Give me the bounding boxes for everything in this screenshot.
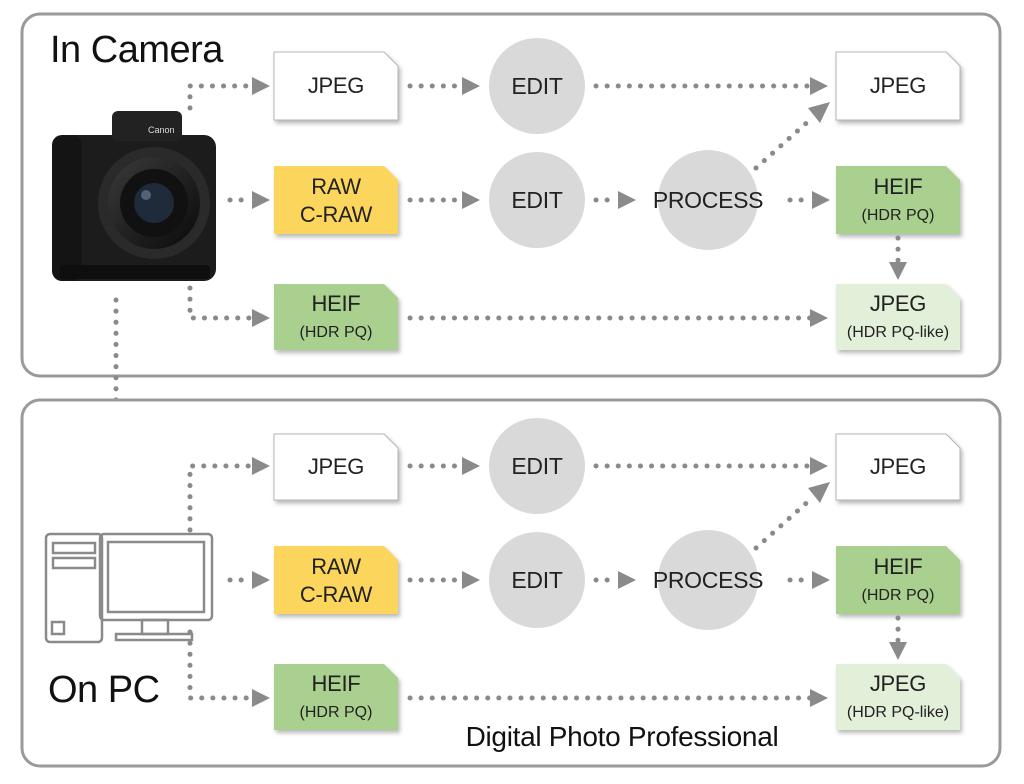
- raw-label: RAW: [311, 554, 361, 579]
- jpeg-hdr-output-file: [836, 284, 960, 350]
- jpeg-input-file: [273, 433, 399, 501]
- row-jpeg: JPEG EDIT JPEG: [273, 418, 961, 514]
- jpeg-output-file: [835, 51, 961, 121]
- row-heif: HEIF (HDR PQ) JPEG (HDR PQ-like): [274, 664, 960, 730]
- process-label: PROCESS: [653, 187, 763, 213]
- row-jpeg: JPEG EDIT JPEG: [273, 38, 961, 134]
- jpeg-input-file: [273, 51, 399, 121]
- heif-output-sublabel: (HDR PQ): [862, 207, 935, 224]
- on-pc-panel: On PC JPEG EDIT JPEG: [20, 398, 1002, 768]
- jpeg-hdr-output-label: JPEG: [870, 671, 926, 696]
- row-raw: RAW C-RAW EDIT PROCESS HEIF (HDR PQ): [274, 150, 960, 250]
- edit-label: EDIT: [511, 453, 562, 479]
- edit-label: EDIT: [511, 567, 562, 593]
- jpeg-hdr-output-file: [836, 664, 960, 730]
- raw-input-file: [274, 546, 398, 614]
- process-node: [658, 530, 758, 630]
- edit-node: [489, 418, 585, 514]
- in-camera-panel: In Camera Canon JPEG EDIT JPEG: [20, 12, 1002, 512]
- row-raw: RAW C-RAW EDIT PROCESS HEIF (HDR PQ): [274, 530, 960, 630]
- jpeg-output-label: JPEG: [870, 454, 926, 479]
- jpeg-input-label: JPEG: [308, 73, 364, 98]
- edit-node: [489, 532, 585, 628]
- camera-icon: Canon: [52, 111, 216, 281]
- craw-label: C-RAW: [300, 582, 373, 607]
- heif-input-file: [274, 284, 398, 350]
- raw-input-file: [274, 166, 398, 234]
- connectors: [187, 457, 907, 707]
- jpeg-hdr-output-sublabel: (HDR PQ-like): [847, 704, 949, 721]
- svg-text:Canon: Canon: [148, 125, 175, 135]
- heif-input-sublabel: (HDR PQ): [300, 704, 373, 721]
- software-name: Digital Photo Professional: [466, 721, 779, 752]
- edit-label: EDIT: [511, 73, 562, 99]
- jpeg-hdr-output-label: JPEG: [870, 291, 926, 316]
- jpeg-input-label: JPEG: [308, 454, 364, 479]
- heif-output-label: HEIF: [874, 554, 923, 579]
- process-label: PROCESS: [653, 567, 763, 593]
- edit-node: [489, 152, 585, 248]
- heif-input-sublabel: (HDR PQ): [300, 324, 373, 341]
- heif-output-label: HEIF: [874, 174, 923, 199]
- process-node: [658, 150, 758, 250]
- raw-label: RAW: [311, 174, 361, 199]
- connectors: [107, 77, 907, 512]
- panel-title: On PC: [48, 669, 160, 711]
- craw-label: C-RAW: [300, 202, 373, 227]
- panel-title: In Camera: [50, 29, 224, 71]
- heif-input-label: HEIF: [312, 671, 361, 696]
- edit-label: EDIT: [511, 187, 562, 213]
- heif-output-sublabel: (HDR PQ): [862, 587, 935, 604]
- jpeg-output-label: JPEG: [870, 73, 926, 98]
- edit-node: [489, 38, 585, 134]
- heif-input-file: [274, 664, 398, 730]
- jpeg-hdr-output-sublabel: (HDR PQ-like): [847, 324, 949, 341]
- row-heif: HEIF (HDR PQ) JPEG (HDR PQ-like): [274, 284, 960, 350]
- heif-input-label: HEIF: [312, 291, 361, 316]
- heif-output-file: [836, 546, 960, 614]
- pc-icon: [44, 532, 214, 644]
- heif-output-file: [836, 166, 960, 234]
- jpeg-output-file: [835, 433, 961, 501]
